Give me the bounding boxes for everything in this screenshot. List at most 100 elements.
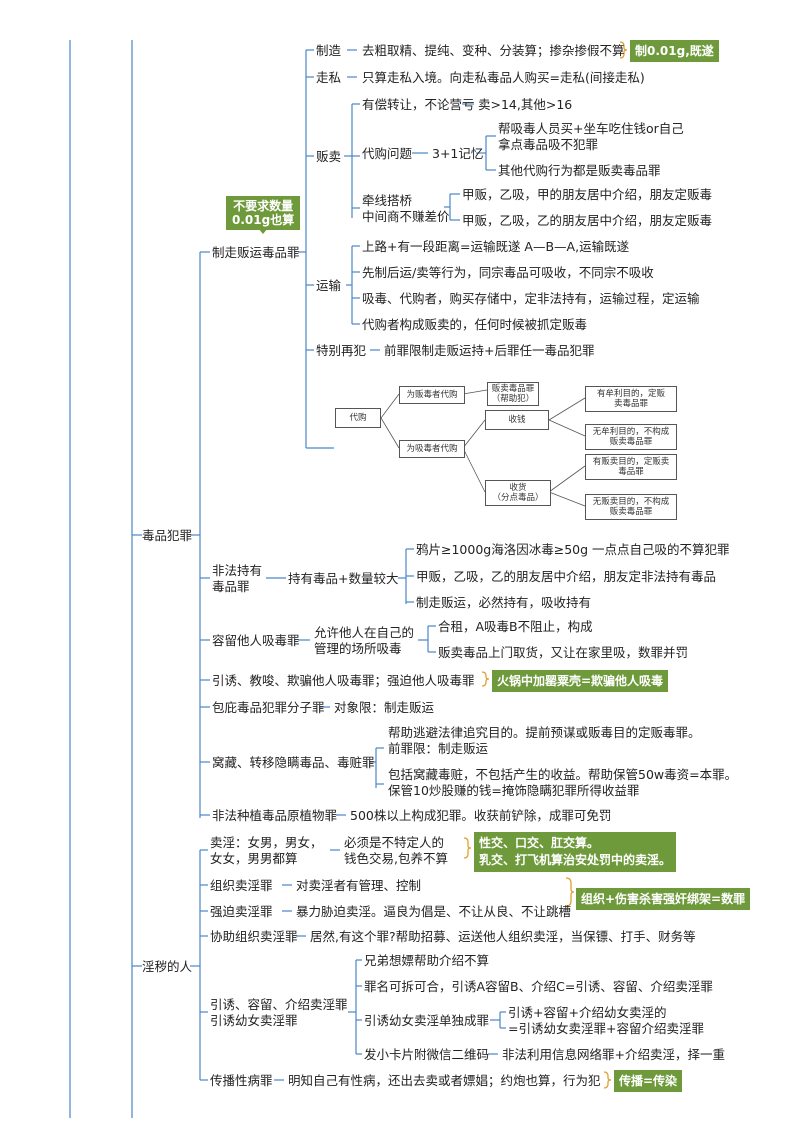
diagram-node-proxy: 代购 [335,408,381,428]
possess-mid: 持有毒品+数量较大 [288,571,399,586]
node-shelter: 容留他人吸毒罪 [212,633,300,648]
make-text: 去粗取精、提纯、变种、分装算；掺杂掺假不算 [362,43,625,58]
node-disease: 传播性病罪 [210,1073,273,1088]
node-lure-line-1: 引诱、容留、介绍卖淫罪 [210,997,348,1012]
plant-text: 500株以上构成犯罪。收获前铲除，成罪可免罚 [350,808,612,823]
sell-paid-result: 卖>14,其他>16 [478,97,573,112]
prostitution-mid-line-2: 钱色交易,包养不算 [344,851,448,866]
lure-item-2: 罪名可拆可合，引诱A容留B、介绍C=引诱、容留、介绍卖淫罪 [364,979,713,994]
proxy-purchase-diagram: 代购 为贩毒者代购 贩卖毒品罪 （帮助犯） 为吸毒者代购 收钱 有牟利目的，定贩… [335,382,691,522]
badge-line-1: 不要求数量 [233,199,294,213]
prostitution-mid-line-1: 必须是不特定人的 [344,835,445,850]
tag-make-complete: 制0.01g,既遂 [630,40,719,62]
node-prostitution-line-1: 卖淫：女男，男女， [210,835,323,850]
tag-multiple-crimes: 组织+伤害杀害强奸绑架=数罪 [576,888,751,910]
organize-text: 对卖淫者有管理、控制 [296,878,422,893]
broker-label-line-1: 牵线搭桥 [362,193,413,208]
diagram-lines [380,389,586,507]
lure-item-3-sub-1: 引诱+容留+介绍幼女卖淫的 [508,1005,667,1020]
diagram-node-profit: 有牟利目的，定贩 卖毒品罪 [585,386,677,412]
quantity-badge: 不要求数量 0.01g也算 [226,196,301,230]
node-assist: 协助组织卖淫罪 [210,929,298,944]
diagram-seller-result-line-2: （帮助犯） [491,394,535,404]
tag-deceive: 火锅中加罂粟壳=欺骗他人吸毒 [492,670,669,692]
shelter-item-2: 贩卖毒品上门取货，又让在家里吸，数罪并罚 [438,645,689,660]
node-conceal: 窝藏、转移隐瞒毒品、毒赃罪 [212,755,375,770]
tag-spread: 传播=传染 [614,1070,683,1092]
node-harbor: 包庇毒品犯罪分子罪 [212,700,325,715]
diagram-node-sell-purpose: 有贩卖目的，定贩卖 毒品罪 [585,454,677,480]
lure-item-4-label: 发小卡片附微信二维码 [364,1047,490,1062]
node-manufacture-sell-transport: 制走贩运毒品罪 [212,245,300,260]
node-sell: 贩卖 [316,149,342,164]
possess-item-1: 鸦片≥1000g海洛因冰毒≥50g 一点点自己吸的不算犯罪 [416,542,730,557]
broker-item-1: 甲贩，乙吸，甲的朋友居中介绍，朋友定贩毒 [462,187,713,202]
tag-prostitution-acts: 性交、口交、肛交算。 乳交、打飞机算治安处罚中的卖淫。 [474,832,677,872]
diagram-node-no-sell-purpose: 无贩卖目的，不构成 贩卖毒品罪 [585,494,677,520]
broker-item-2: 甲贩，乙吸，乙的朋友居中介绍，朋友定贩毒 [462,213,713,228]
diagram-no-sell-purpose-line-1: 无贩卖目的，不构成 [592,497,670,507]
tag-prostitution-line-2: 乳交、打飞机算治安处罚中的卖淫。 [479,853,672,867]
possess-item-3: 制走贩运，必然持有，吸收持有 [416,595,592,610]
diagram-profit-line-2: 卖毒品罪 [613,399,648,409]
recidivism-text: 前罪限制走贩运持+后罪任一毒品犯罪 [384,343,595,358]
node-transport: 运输 [316,278,342,293]
shelter-mid-line-2: 管理的场所吸毒 [314,641,402,656]
lure-item-3-label: 引诱幼女卖淫单独成罪 [364,1013,490,1028]
transport-item-1: 上路+有一段距离=运输既遂 A—B—A,运输既遂 [362,239,630,254]
diagram-no-sell-purpose-line-2: 贩卖毒品罪 [609,507,653,517]
diagram-no-profit-line-2: 贩卖毒品罪 [609,437,653,447]
node-lure-line-2: 引诱幼女卖淫罪 [210,1013,298,1028]
harbor-text: 对象限：制走贩运 [334,700,435,715]
proxy-item-2: 其他代购行为都是贩卖毒品罪 [498,163,661,178]
conceal-item-1-line-1: 帮助逃避法律追究目的。提前预谋或贩毒目的定贩毒罪。 [388,725,701,740]
node-plant: 非法种植毒品原植物罪 [212,808,338,823]
conceal-item-2-line-2: 保管10炒股赚的钱=掩饰隐瞒犯罪所得收益罪 [388,783,640,798]
diagram-sell-purpose-line-1: 有贩卖目的，定贩卖 [592,457,670,467]
sell-paid-text: 有偿转让，不论营亏 [362,97,475,112]
transport-item-4: 代购者构成贩卖的，任何时候被抓定贩毒 [362,317,588,332]
diagram-sell-purpose-line-2: 毒品罪 [618,467,644,477]
node-special-recidivism: 特别再犯 [316,343,367,358]
proxy-item-1-line-2: 拿点毒品吸不犯罪 [498,137,599,152]
possess-item-2: 甲贩，乙吸，乙的朋友居中介绍，朋友定非法持有毒品 [416,569,717,584]
proxy-memo: 3+1记忆 [432,146,484,161]
category-drug-crimes: 毒品犯罪 [142,528,193,543]
assist-text: 居然,有这个罪?帮助招募、运送他人组织卖淫，当保镖、打手、财务等 [310,929,696,944]
tag-prostitution-line-1: 性交、口交、肛交算。 [479,836,600,850]
node-possess-line-2: 毒品罪 [212,579,250,594]
diagram-take-goods-line-2: （分点毒品） [492,493,544,503]
node-proxy-issue: 代购问题 [362,146,413,161]
proxy-item-1-line-1: 帮吸毒人员买+坐车吃住钱or自己 [498,121,684,136]
conceal-item-1-line-2: 前罪限：制走贩运 [388,741,489,756]
node-prostitution-line-2: 女女，男男都算 [210,851,298,866]
lure-item-4-text: 非法利用信息网络罪+介绍卖淫，择一重 [502,1047,725,1062]
node-possess-line-1: 非法持有 [212,563,263,578]
node-organize: 组织卖淫罪 [210,878,273,893]
diagram-node-take-goods: 收货 （分点毒品） [485,480,551,506]
shelter-item-1: 合租，A吸毒B不阻止，构成 [438,619,593,634]
badge-pointer [258,228,268,234]
smuggle-text: 只算走私入境。向走私毒品人购买=走私(间接走私) [362,70,645,85]
node-make: 制造 [316,43,342,58]
shelter-mid-line-1: 允许他人在自己的 [314,625,415,640]
diagram-node-no-profit: 无牟利目的，不构成 贩卖毒品罪 [585,424,677,450]
node-force: 强迫卖淫罪 [210,904,273,919]
badge-line-2: 0.01g也算 [232,213,295,227]
diagram-no-profit-line-1: 无牟利目的，不构成 [592,427,670,437]
node-smuggle: 走私 [316,70,342,85]
lure-item-1: 兄弟想嫖帮助介绍不算 [364,953,490,968]
diagram-node-seller-result: 贩卖毒品罪 （帮助犯） [487,382,539,406]
diagram-take-goods-line-1: 收货 [509,483,527,493]
force-text: 暴力胁迫卖淫。逼良为倡是、不让从良、不让跳槽 [296,904,572,919]
diagram-node-take-money: 收钱 [485,410,549,430]
category-obscene: 淫秽的人 [142,959,193,974]
diagram-node-for-user: 为吸毒者代购 [399,440,465,458]
diagram-node-for-seller: 为贩毒者代购 [399,386,465,404]
node-induce: 引诱、教唆、欺骗他人吸毒罪；强迫他人吸毒罪 [212,673,475,688]
conceal-item-2-line-1: 包括窝藏毒赃，不包括产生的收益。帮助保管50w毒资=本罪。 [388,767,738,782]
broker-label-line-2: 中间商不赚差价 [362,209,450,224]
lure-item-3-sub-2: =引诱幼女卖淫罪+容留介绍卖淫罪 [508,1021,704,1036]
transport-item-2: 先制后运/卖等行为，同宗毒品可吸收，不同宗不吸收 [362,265,654,280]
diagram-seller-result-line-1: 贩卖毒品罪 [491,384,535,394]
